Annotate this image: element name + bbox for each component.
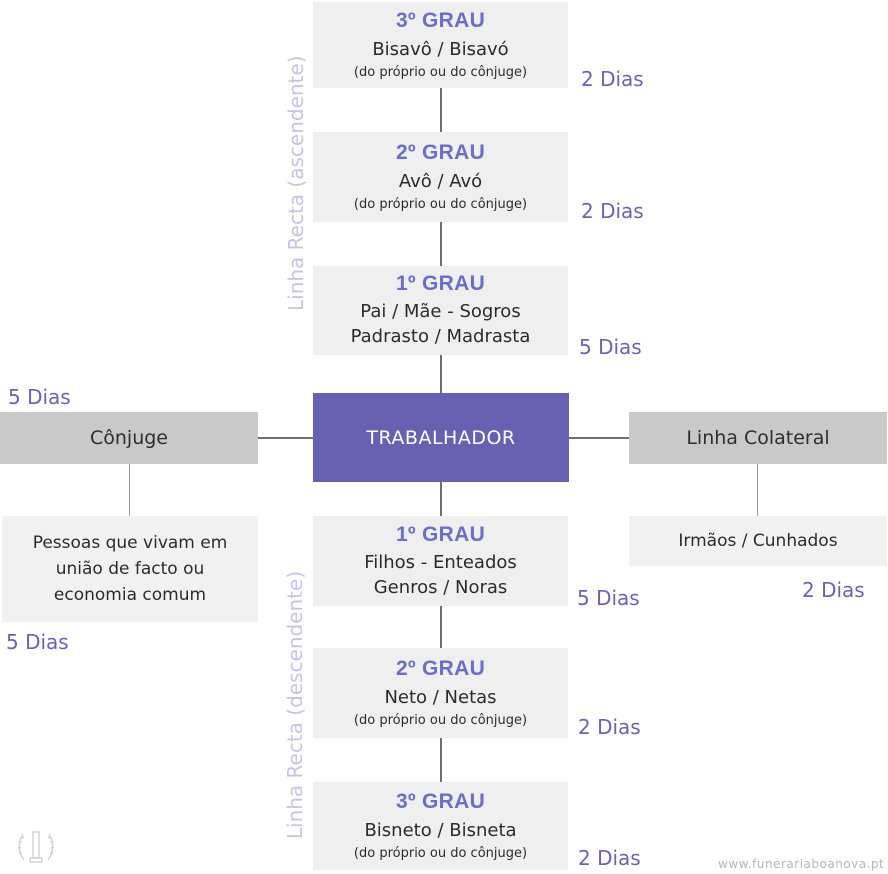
days-desc-2: 2 Dias xyxy=(578,715,641,739)
connector-conjuge-center xyxy=(258,437,313,439)
connector-colateral-info xyxy=(757,464,758,516)
days-asc-2: 2 Dias xyxy=(581,199,644,223)
grade-label: 1º GRAU xyxy=(395,522,486,546)
grade-box-desc-1: 1º GRAU Filhos - Enteados Genros / Noras xyxy=(313,516,568,606)
connector-conjuge-info xyxy=(129,464,130,516)
relation-name: Pai / Mãe - Sogros xyxy=(360,301,521,322)
grade-box-asc-3: 3º GRAU Bisavô / Bisavó (do próprio ou d… xyxy=(313,2,568,88)
connector-desc-1-2 xyxy=(440,606,442,648)
trabalhador-box: TRABALHADOR xyxy=(313,393,569,482)
conjuge-info-line-2: união de facto ou xyxy=(55,559,205,579)
conjuge-info-box: Pessoas que vivam em união de facto ou e… xyxy=(2,516,258,622)
relation-note: (do próprio ou do cônjuge) xyxy=(353,845,528,861)
days-asc-3: 2 Dias xyxy=(581,67,644,91)
days-conjuge: 5 Dias xyxy=(8,385,71,409)
grade-box-asc-1: 1º GRAU Pai / Mãe - Sogros Padrasto / Ma… xyxy=(313,266,568,355)
days-asc-1: 5 Dias xyxy=(579,335,642,359)
connector-asc-3-2 xyxy=(440,88,442,132)
conjuge-info-line-3: economia comum xyxy=(53,585,207,605)
axis-label-ascendente: Linha Recta (ascendente) xyxy=(284,55,308,312)
grade-label: 3º GRAU xyxy=(395,789,486,813)
conjuge-box: Cônjuge xyxy=(0,412,258,464)
grade-label: 3º GRAU xyxy=(395,8,486,32)
connector-center-desc-1 xyxy=(440,482,442,516)
relation-name: Avô / Avó xyxy=(398,170,483,192)
relation-note: (do próprio ou do cônjuge) xyxy=(353,64,528,80)
connector-asc-1-center xyxy=(440,355,442,393)
days-conjuge-info: 5 Dias xyxy=(6,630,69,654)
grade-box-desc-2: 2º GRAU Neto / Netas (do próprio ou do c… xyxy=(313,648,568,738)
days-colateral: 2 Dias xyxy=(802,578,865,602)
relation-name: Bisavô / Bisavó xyxy=(372,38,509,60)
relation-name: Filhos - Enteados xyxy=(364,551,517,573)
relation-name-2: Padrasto / Madrasta xyxy=(350,326,531,347)
connector-center-colateral xyxy=(569,437,629,439)
axis-label-descendente: Linha Recta (descendente) xyxy=(283,570,307,840)
grade-box-desc-3: 3º GRAU Bisneto / Bisneta (do próprio ou… xyxy=(313,782,568,870)
relation-name: Bisneto / Bisneta xyxy=(364,819,517,841)
grade-label: 2º GRAU xyxy=(395,656,486,680)
connector-asc-2-1 xyxy=(440,222,442,266)
colateral-info-line-1: Irmãos / Cunhados xyxy=(678,531,838,551)
funeral-logo-icon xyxy=(17,831,55,863)
days-desc-3: 2 Dias xyxy=(578,846,641,870)
relation-name: Neto / Netas xyxy=(384,686,497,708)
relation-note: (do próprio ou do cônjuge) xyxy=(353,712,528,728)
relation-note: (do próprio ou do cônjuge) xyxy=(353,196,528,212)
relation-name-2: Genros / Noras xyxy=(373,576,508,598)
conjuge-info-line-1: Pessoas que vivam em xyxy=(32,533,228,553)
grade-label: 1º GRAU xyxy=(395,272,486,295)
colateral-info-box: Irmãos / Cunhados xyxy=(629,516,887,566)
website-link[interactable]: www.funerariaboanova.pt xyxy=(718,857,885,871)
grade-label: 2º GRAU xyxy=(395,140,486,164)
grade-box-asc-2: 2º GRAU Avô / Avó (do próprio ou do cônj… xyxy=(313,132,568,222)
colateral-box: Linha Colateral xyxy=(629,412,887,464)
days-desc-1: 5 Dias xyxy=(577,586,640,610)
connector-desc-2-3 xyxy=(440,738,442,782)
